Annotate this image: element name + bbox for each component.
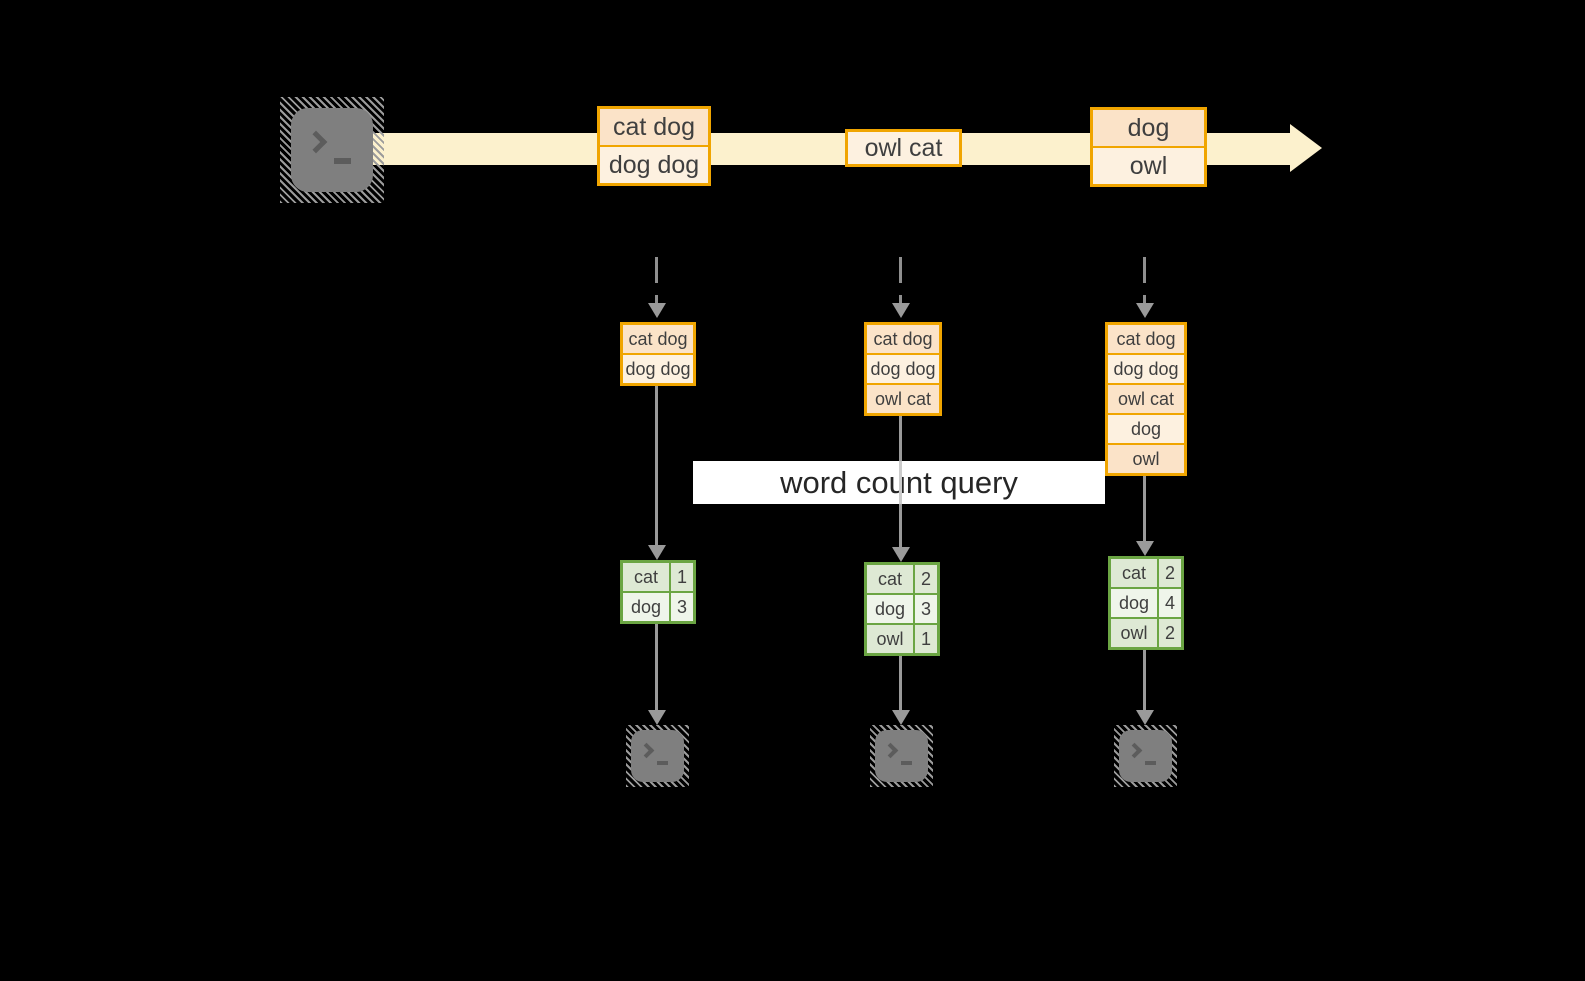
- terminal-prompt-icon: [304, 130, 328, 154]
- ingest-arrowhead-icon: [1136, 303, 1154, 318]
- word-count-table-1: cat 1 dog 3: [620, 560, 696, 624]
- word-count-table-3: cat 2 dog 4 owl 2: [1108, 556, 1184, 650]
- output-arrowhead-icon: [1136, 710, 1154, 725]
- output-arrowhead-icon: [648, 710, 666, 725]
- input-record: owl: [1108, 445, 1184, 473]
- terminal-cursor-icon: [334, 158, 351, 164]
- stream-record: owl: [1093, 148, 1204, 184]
- word-count-table-2: cat 2 dog 3 owl 1: [864, 562, 940, 656]
- word-cell: cat: [1111, 559, 1157, 587]
- word-cell: cat: [623, 563, 669, 591]
- query-arrow-line: [1143, 476, 1146, 541]
- stream-record: cat dog: [600, 109, 708, 145]
- query-arrow-line: [655, 386, 658, 545]
- terminal-cursor-icon: [901, 761, 912, 765]
- query-arrow-line-overlay: [899, 461, 902, 504]
- query-arrowhead-icon: [648, 545, 666, 560]
- sink-terminal-icon: [870, 725, 933, 787]
- word-cell: dog: [867, 595, 913, 623]
- sink-terminal-icon: [1114, 725, 1177, 787]
- stream-batch-1: cat dog dog dog: [597, 106, 711, 186]
- stream-batch-2: owl cat: [845, 129, 962, 167]
- stream-batch-3: dog owl: [1090, 107, 1207, 187]
- input-record: cat dog: [1108, 325, 1184, 353]
- terminal-cursor-icon: [657, 761, 668, 765]
- input-record: dog dog: [623, 355, 693, 383]
- input-record: dog: [1108, 415, 1184, 443]
- input-record: owl cat: [1108, 385, 1184, 413]
- microbatch-input-2: cat dog dog dog owl cat: [864, 322, 942, 416]
- ingest-arrow-line: [1143, 257, 1146, 303]
- terminal-window: [291, 108, 373, 192]
- output-arrowhead-icon: [892, 710, 910, 725]
- count-cell: 4: [1159, 589, 1181, 617]
- terminal-prompt-icon: [1126, 742, 1143, 759]
- count-cell: 1: [671, 563, 693, 591]
- input-record: cat dog: [623, 325, 693, 353]
- ingest-arrow-line: [899, 257, 902, 303]
- stream-record: dog: [1093, 110, 1204, 146]
- word-cell: owl: [1111, 619, 1157, 647]
- input-record: dog dog: [867, 355, 939, 383]
- count-cell: 1: [915, 625, 937, 653]
- input-record: dog dog: [1108, 355, 1184, 383]
- output-arrow-line: [655, 624, 658, 710]
- terminal-cursor-icon: [1145, 761, 1156, 765]
- stream-record: dog dog: [600, 147, 708, 183]
- count-cell: 2: [1159, 559, 1181, 587]
- query-arrowhead-icon: [1136, 541, 1154, 556]
- stream-arrowhead-icon: [1290, 124, 1322, 172]
- terminal-prompt-icon: [638, 742, 655, 759]
- microbatch-input-1: cat dog dog dog: [620, 322, 696, 386]
- input-record: owl cat: [867, 385, 939, 413]
- microbatch-input-3: cat dog dog dog owl cat dog owl: [1105, 322, 1187, 476]
- output-arrow-line: [899, 656, 902, 710]
- source-terminal-icon: [280, 97, 384, 203]
- sink-terminal-icon: [626, 725, 689, 787]
- word-cell: owl: [867, 625, 913, 653]
- query-arrowhead-icon: [892, 547, 910, 562]
- terminal-prompt-icon: [882, 742, 899, 759]
- count-cell: 2: [1159, 619, 1181, 647]
- terminal-window: [631, 730, 684, 782]
- count-cell: 3: [915, 595, 937, 623]
- output-arrow-line: [1143, 650, 1146, 710]
- stream-record: owl cat: [848, 132, 959, 164]
- word-cell: cat: [867, 565, 913, 593]
- count-cell: 2: [915, 565, 937, 593]
- input-record: cat dog: [867, 325, 939, 353]
- terminal-window: [1119, 730, 1172, 782]
- terminal-window: [875, 730, 928, 782]
- word-cell: dog: [623, 593, 669, 621]
- ingest-arrowhead-icon: [648, 303, 666, 318]
- ingest-arrow-line: [655, 257, 658, 303]
- word-cell: dog: [1111, 589, 1157, 617]
- ingest-arrowhead-icon: [892, 303, 910, 318]
- count-cell: 3: [671, 593, 693, 621]
